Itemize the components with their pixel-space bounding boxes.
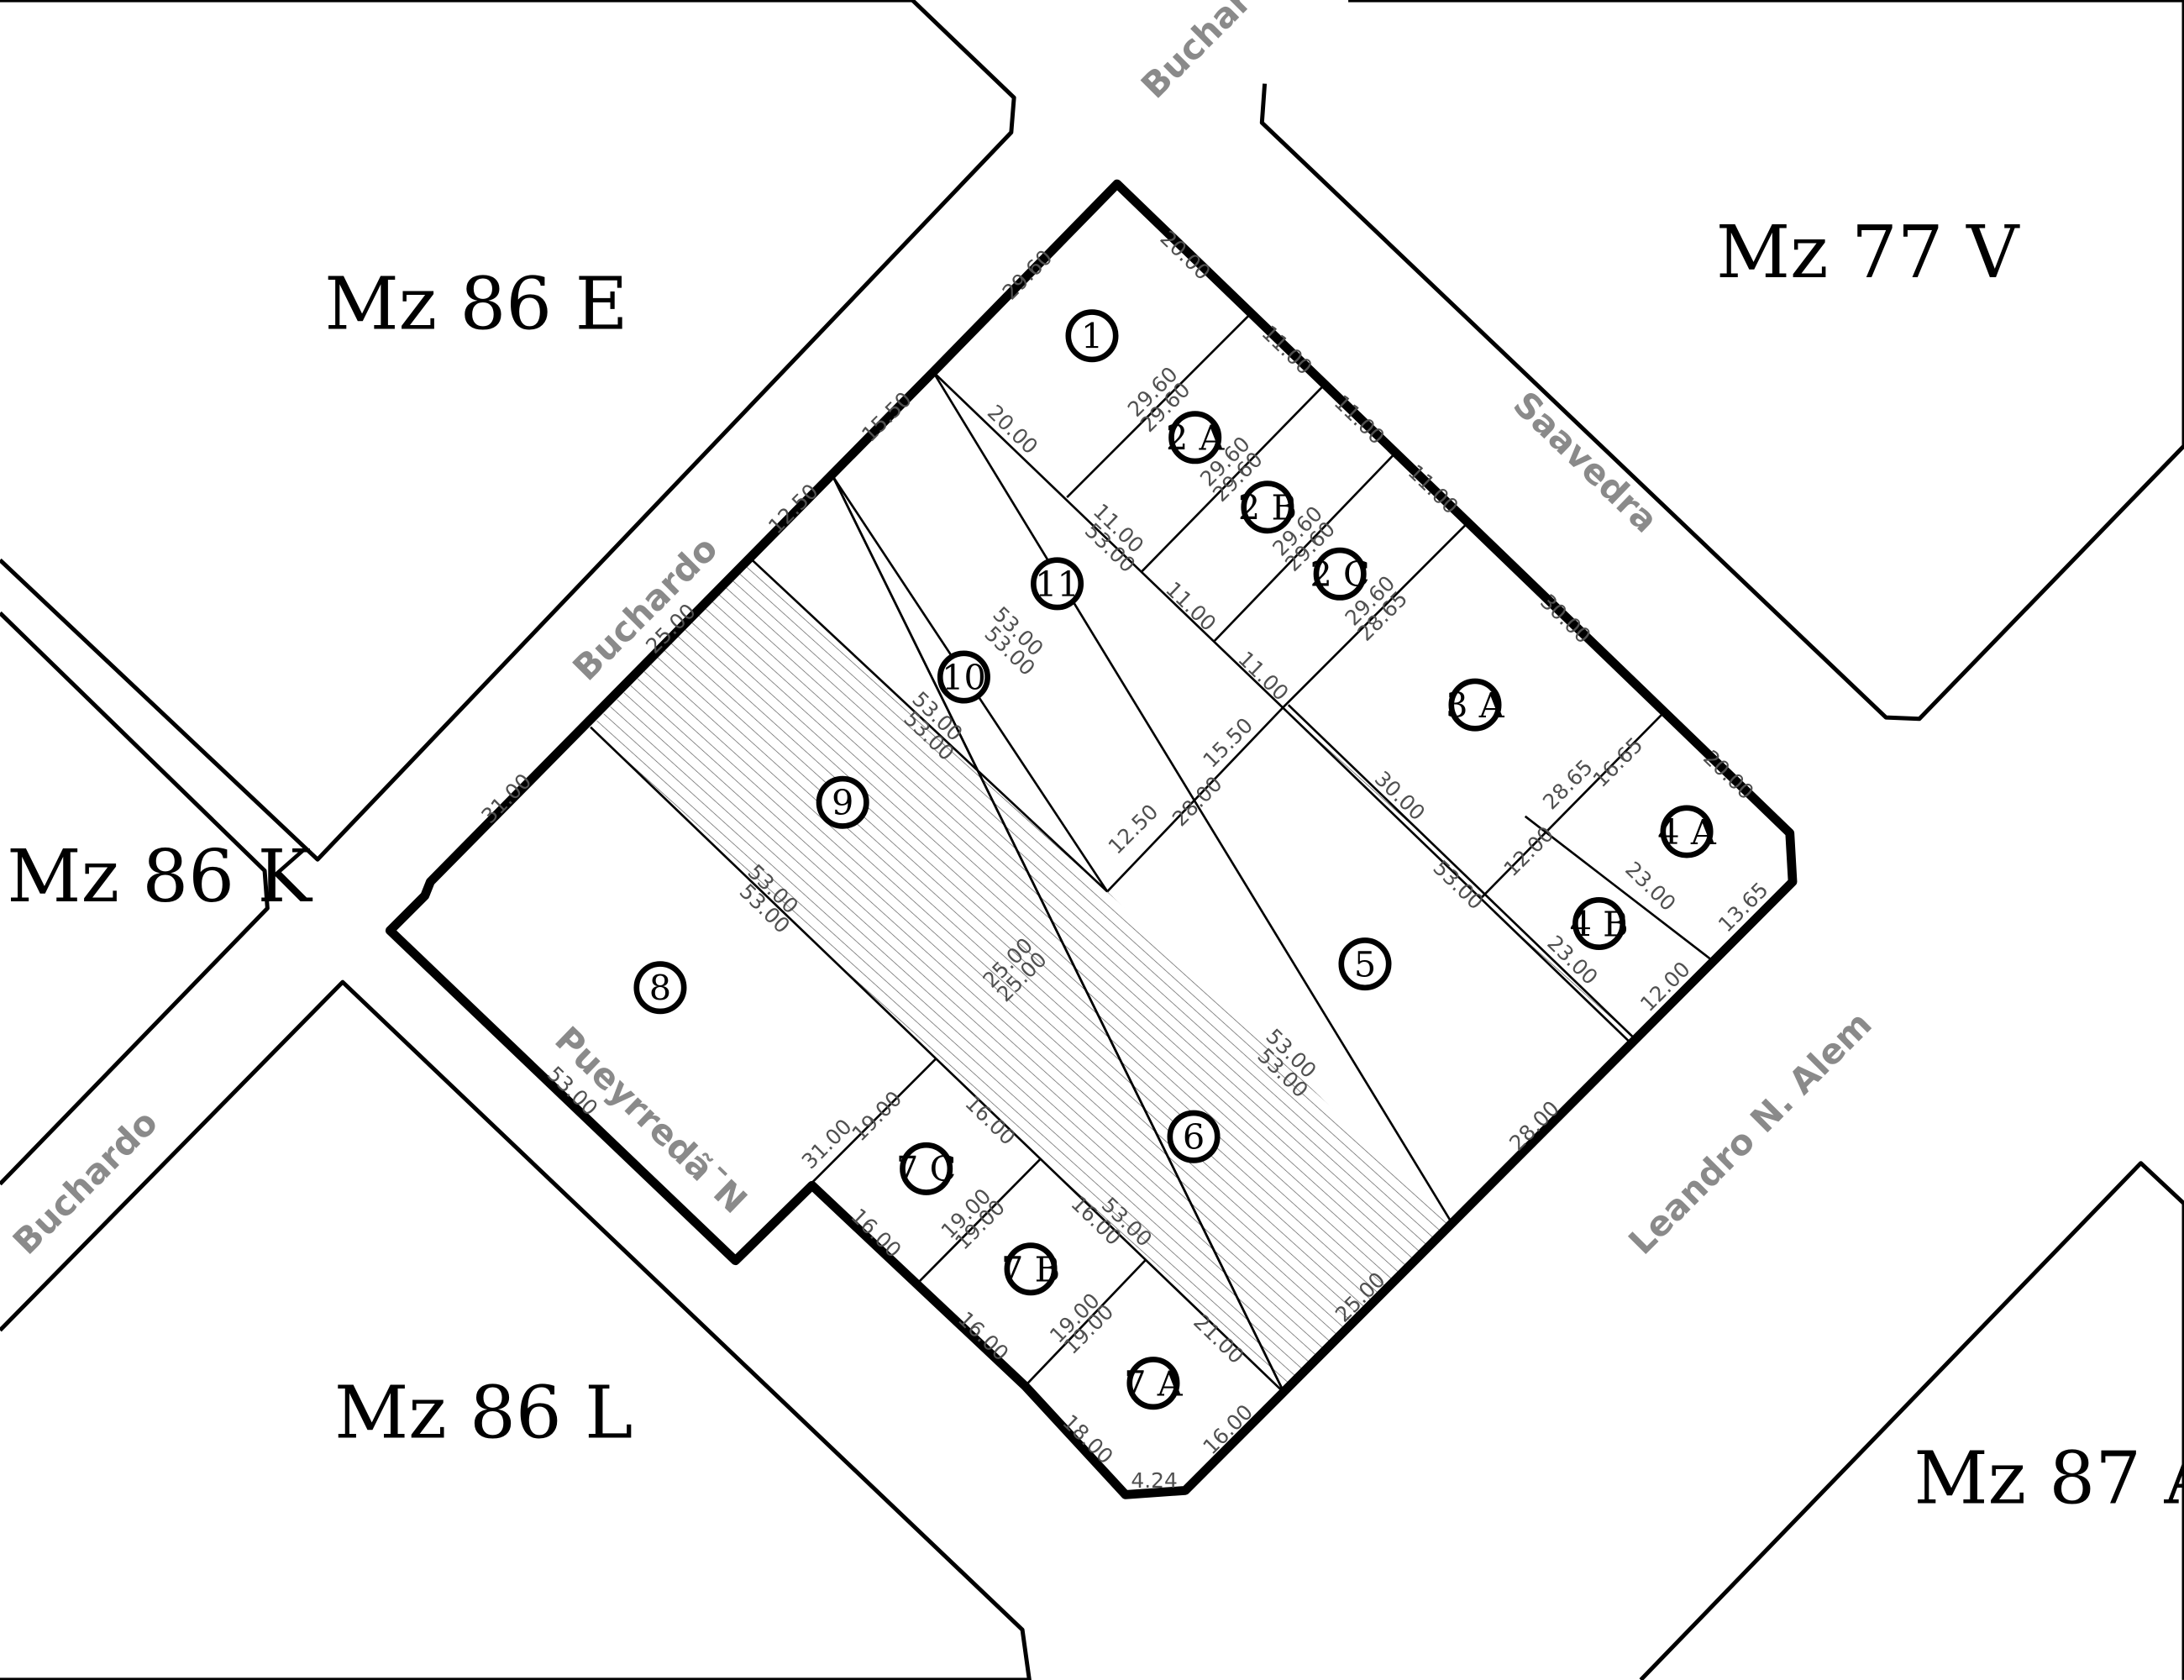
lot-marker-7a[interactable]: 7 A [1124,1357,1184,1410]
dim-label: 30.00 [1536,590,1595,648]
lot-marker-10[interactable]: 10 [937,650,990,704]
dim-label: 4.24 [1131,1468,1177,1493]
main-block-outline [385,179,1798,1499]
dim-label: 28.00 [1168,771,1227,831]
lot-label-7c: 7 C [896,1149,956,1189]
block-mz-86-e [0,0,1016,862]
dim-label: 20.00 [1155,226,1215,285]
dim-label: 11.00 [1404,459,1463,518]
dim-label: 19.00 [847,1086,906,1146]
block-label-mz-86-k: Mz 86 K [7,835,312,919]
dim-label: 31.00 [476,769,536,828]
block-mz-87-a [1639,1161,2184,1680]
dim-label: 12.50 [1104,800,1163,859]
lot-marker-7c[interactable]: 7 C [896,1142,956,1195]
block-label-mz-86-l: Mz 86 L [334,1371,633,1455]
dim-label: 23.00 [1620,857,1680,916]
block-mz-86-l [0,979,1032,1680]
dim-label: 31.00 [797,1114,857,1173]
lot-marker-5[interactable]: 5 [1338,937,1392,991]
lot-label-7b: 7 B [1001,1250,1060,1290]
dim-label: 11.00 [1233,647,1293,706]
lot-label-4b: 4 B [1570,904,1629,944]
block-label-mz-77-v: Mz 77 V [1716,211,2020,295]
lot-label-11: 11 [1035,564,1079,605]
lot-label-2c: 2 C [1310,554,1370,595]
street-label-pueyrredon: Pueyrredã¯N [547,1019,754,1221]
lot-label-10: 10 [942,658,986,698]
dim-label: 12.50 [764,479,823,538]
hatch-strip [1283,705,1635,1042]
dim-label: 16.00 [953,1307,1013,1366]
lot-marker-4a[interactable]: 4 A [1657,805,1717,858]
dim-label: 11.00 [1257,321,1316,380]
dim-label: 16.65 [1588,732,1648,792]
lot-label-9: 9 [832,783,853,823]
lot-label-4a: 4 A [1657,812,1717,853]
lot-label-2a: 2 A [1166,418,1226,459]
street-label-leandro-alem: Leandro N. Alem [1621,1004,1880,1263]
block-mz-86-k [0,611,270,1186]
lot-label-1: 1 [1081,317,1103,357]
block-mz-77-v [1259,0,2184,722]
lot-label-7a: 7 A [1124,1364,1184,1404]
block-label-mz-86-e: Mz 86 E [324,262,627,346]
lot-label-2b: 2 B [1238,488,1297,528]
lot-marker-2b[interactable]: 2 B [1238,480,1297,534]
lot-marker-8[interactable]: 8 [633,961,687,1015]
lot-marker-7b[interactable]: 7 B [1001,1242,1060,1296]
dim-label: 29.60 [998,245,1058,305]
dim-label: 11.00 [1330,390,1389,449]
dim-label: 53.00 [1428,855,1488,914]
block-label-mz-87-a: Mz 87 A [1914,1436,2184,1520]
lot-marker-11[interactable]: 11 [1031,557,1084,611]
lot-label-8: 8 [649,969,671,1009]
dim-label: 15.50 [857,387,916,447]
dim-label: 16.00 [846,1204,906,1263]
lot-label-5: 5 [1354,945,1376,985]
lot-marker-6[interactable]: 6 [1167,1110,1221,1163]
lot-marker-1[interactable]: 1 [1065,309,1119,363]
dim-label: 20.00 [1698,745,1758,804]
lot-label-6: 6 [1183,1117,1205,1158]
lot-marker-2a[interactable]: 2 A [1166,411,1226,465]
dim-label: 12.00 [1499,822,1559,881]
dim-label: 11.00 [1161,577,1221,636]
lot-marker-9[interactable]: 9 [816,775,869,829]
lot-label-3a: 3 A [1446,685,1505,726]
dim-label: 28.65 [1538,755,1598,815]
lot-marker-4b[interactable]: 4 B [1570,896,1629,950]
lot-marker-2c[interactable]: 2 C [1310,547,1370,601]
lot-marker-3a[interactable]: 3 A [1446,678,1505,732]
